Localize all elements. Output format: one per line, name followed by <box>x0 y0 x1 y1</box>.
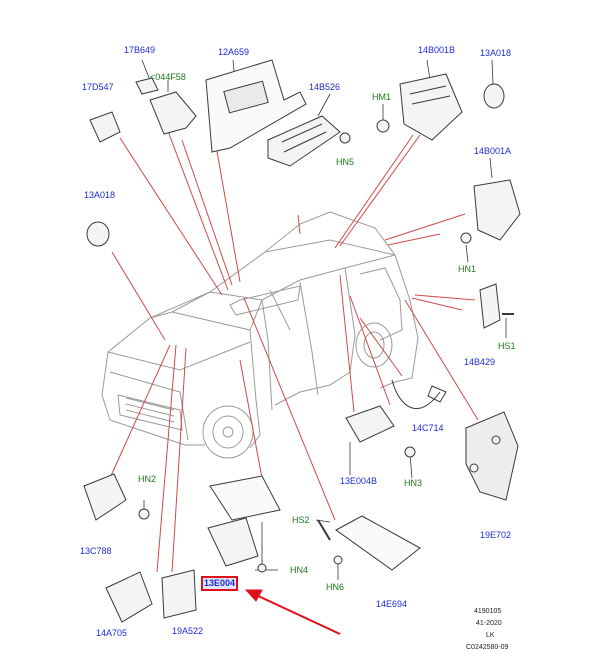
label-19E702: 19E702 <box>480 530 512 540</box>
part-14B001A <box>473 179 521 241</box>
label-14B001A: 14B001A <box>474 146 512 156</box>
part-13A018-top <box>483 83 505 109</box>
part-13A018-left <box>86 221 110 247</box>
part-13C788 <box>83 473 127 521</box>
label-HS2: HS2 <box>292 515 310 525</box>
stamp-line-1: 4190105 <box>474 608 502 615</box>
part-HN4 <box>257 563 267 573</box>
label-14B001B: 14B001B <box>418 45 456 55</box>
part-14B001B <box>399 73 463 141</box>
part-HN1 <box>460 232 472 244</box>
part-HN6 <box>333 555 343 565</box>
label-HN2: HN2 <box>138 474 157 484</box>
label-13A018-left: 13A018 <box>84 190 116 200</box>
vehicle-outline <box>101 211 419 449</box>
part-HN5 <box>339 132 351 144</box>
part-HN2 <box>138 508 150 520</box>
part-044F58 <box>149 91 197 135</box>
label-HN4: HN4 <box>290 565 309 575</box>
part-17D547 <box>89 111 121 143</box>
part-HN3 <box>404 446 416 458</box>
part-14A705 <box>105 571 153 623</box>
part-19E702 <box>465 411 519 501</box>
leader-lines <box>109 109 479 573</box>
highlight-arrow <box>244 589 341 635</box>
label-14C714: 14C714 <box>412 423 444 433</box>
part-14E694 <box>335 515 421 571</box>
parts <box>83 59 521 623</box>
label-HS1: HS1 <box>498 341 516 351</box>
part-19A522 <box>161 569 197 619</box>
part-13E004B <box>345 405 395 443</box>
label-HN5: HN5 <box>336 157 355 167</box>
vehicle-wheels <box>202 322 393 459</box>
part-HM1 <box>376 119 390 133</box>
label-14A705: 14A705 <box>96 628 128 638</box>
part-HS2 <box>317 519 331 541</box>
label-13E004-selected[interactable]: 13E004 <box>201 576 239 591</box>
stamp-line-4: C0242580-09 <box>466 644 509 651</box>
part-bracket <box>209 475 281 521</box>
label-HN6: HN6 <box>326 582 345 592</box>
label-17D547: 17D547 <box>82 82 114 92</box>
label-044F58: <044F58 <box>150 72 186 82</box>
label-17B649: 17B649 <box>124 45 156 55</box>
part-14B526 <box>267 115 341 167</box>
label-13C788: 13C788 <box>80 546 112 556</box>
label-12A659: 12A659 <box>218 47 250 57</box>
part-17B649 <box>135 77 159 95</box>
label-13E004B: 13E004B <box>340 476 378 486</box>
stamp-line-3: LK <box>486 632 495 639</box>
label-HM1: HM1 <box>372 92 392 102</box>
label-HN3: HN3 <box>404 478 423 488</box>
label-14E694: 14E694 <box>376 599 408 609</box>
label-13A018-top: 13A018 <box>480 48 512 58</box>
part-14C714 <box>391 379 447 410</box>
part-14B429 <box>479 283 501 329</box>
label-14B429: 14B429 <box>464 357 496 367</box>
label-14B526: 14B526 <box>309 82 341 92</box>
stamp-line-2: 41-2020 <box>476 620 502 627</box>
label-19A522: 19A522 <box>172 626 204 636</box>
part-13E004 <box>207 517 259 567</box>
label-HN1: HN1 <box>458 264 477 274</box>
